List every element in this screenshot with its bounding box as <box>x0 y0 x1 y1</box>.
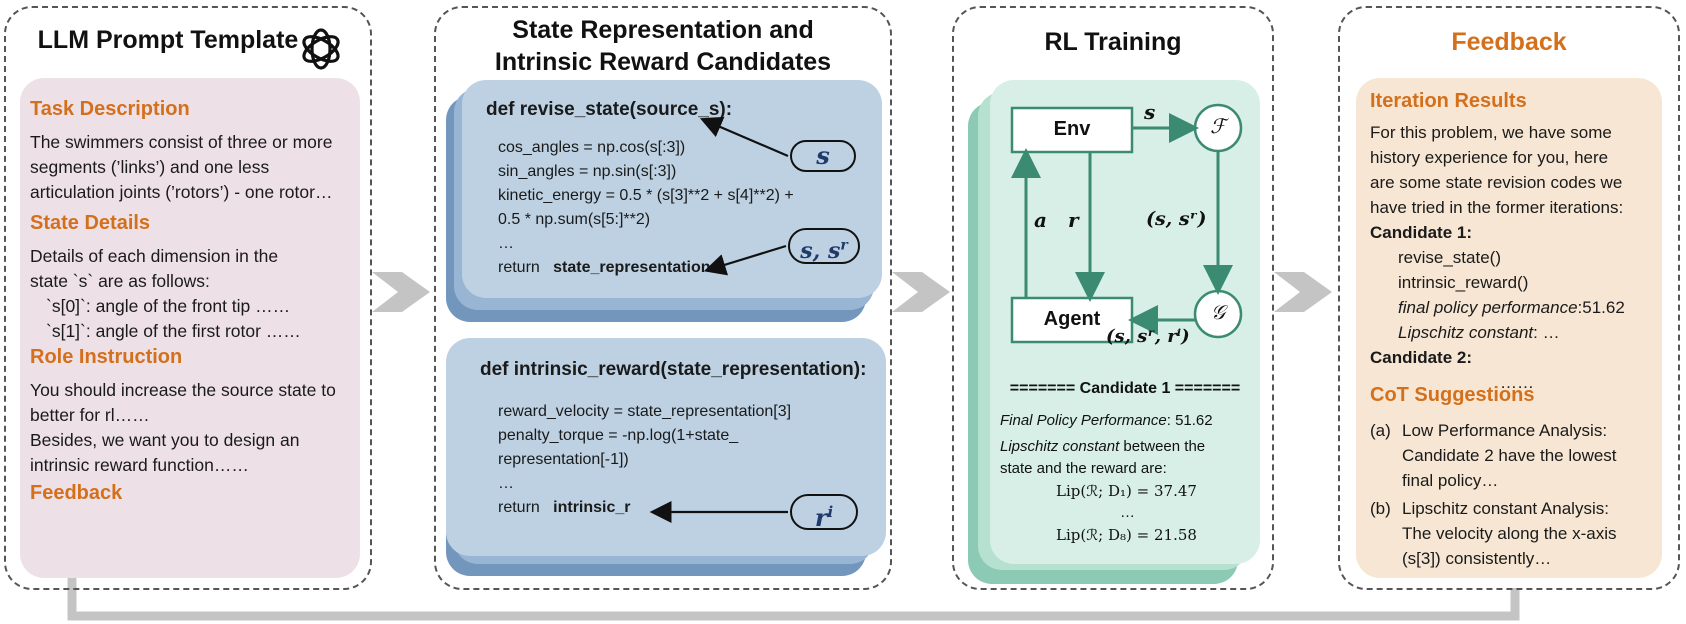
func1-def: def revise_state(source_s): <box>486 99 733 120</box>
g-label: 𝒢 <box>1210 300 1226 324</box>
f-label: ℱ <box>1210 114 1226 138</box>
iter-heading: Iteration Results <box>1370 90 1527 112</box>
tag-ri: ri <box>790 494 858 532</box>
task-text: The swimmers consist of three or more se… <box>30 132 333 202</box>
role-text: You should increase the source state to … <box>30 380 336 475</box>
func2-def: def intrinsic_reward(state_representatio… <box>480 359 867 380</box>
code-annotation-arrows <box>649 116 789 523</box>
feedback-heading: Feedback <box>30 482 123 504</box>
func2-body: reward_velocity = state_representation[3… <box>498 403 792 516</box>
tag-s: s <box>790 140 856 172</box>
edge-a-label: a <box>1034 208 1047 232</box>
env-label: Env <box>1053 118 1091 140</box>
edge-ssr-label: (s, sʳ) <box>1146 208 1207 230</box>
edge-ssri-label: (s, sʳ, rⁱ) <box>1106 326 1190 347</box>
role-heading: Role Instruction <box>30 346 183 368</box>
panel-title: Feedback <box>1451 28 1567 56</box>
flow-arrow-1 <box>372 272 430 312</box>
state-reward-panel: State Representation and Intrinsic Rewar… <box>434 6 892 590</box>
state-heading: State Details <box>30 212 151 234</box>
flow-arrow-3 <box>1274 272 1332 312</box>
panel-title: RL Training <box>1044 28 1182 56</box>
rl-training-panel: RL Training Env Agent ℱ 𝒢 s a r (s, sʳ) … <box>952 6 1274 590</box>
edge-r-label: r <box>1068 208 1079 232</box>
openai-logo-icon <box>302 28 340 70</box>
flow-arrow-2 <box>892 272 950 312</box>
state-text: Details of each dimension in the state `… <box>30 246 301 341</box>
cot-heading: CoT Suggestions <box>1370 384 1535 406</box>
panel-title: LLM Prompt Template <box>37 26 299 54</box>
iter-text: For this problem, we have some history e… <box>1370 123 1625 392</box>
panel-title: State Representation and Intrinsic Rewar… <box>494 16 832 76</box>
tag-s-sr: s, sr <box>788 228 860 264</box>
prompt-body: Task Description The swimmers consist of… <box>20 78 360 578</box>
llm-prompt-panel: LLM Prompt Template Task Description The… <box>4 6 372 590</box>
candidate-header: ======= Candidate 1 ======= <box>1009 380 1241 397</box>
env-box <box>1010 106 1134 154</box>
cot-b: (b)Lipschitz constant Analysis: The velo… <box>1370 499 1617 568</box>
func1-body: cos_angles = np.cos(s[:3]) sin_angles = … <box>498 139 794 276</box>
cot-a: (a)Low Performance Analysis: Candidate 2… <box>1370 421 1617 490</box>
feedback-body: Iteration Results For this problem, we h… <box>1356 78 1662 578</box>
agent-box <box>1010 296 1134 344</box>
task-heading: Task Description <box>30 98 190 120</box>
feedback-panel: Feedback Iteration Results For this prob… <box>1338 6 1680 590</box>
rl-loop-diagram <box>1010 103 1243 344</box>
candidate-details: Final Policy Performance: 51.62 Lipschit… <box>1000 412 1213 544</box>
agent-label: Agent <box>1043 308 1101 330</box>
edge-s-label: s <box>1144 100 1156 124</box>
revise-state-card: def revise_state(source_s): cos_angles =… <box>462 80 882 298</box>
